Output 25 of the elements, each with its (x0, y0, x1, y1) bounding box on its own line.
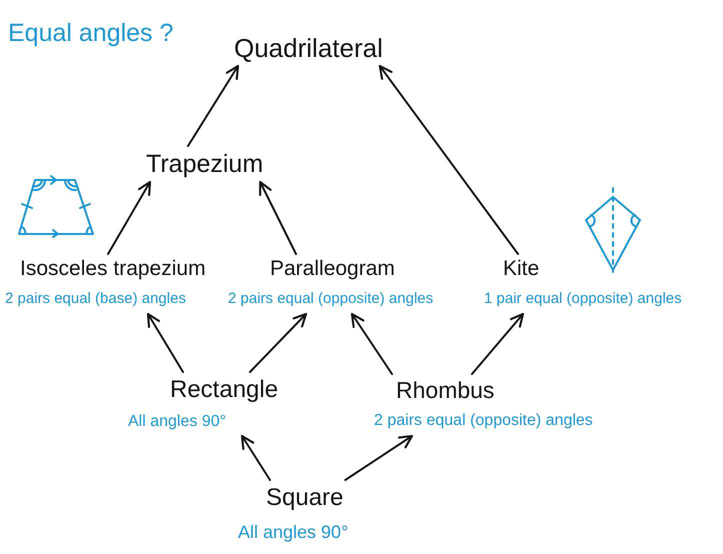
angle-note: 2 pairs equal (base) angles (5, 289, 187, 309)
heading: Equal angles ? (8, 18, 174, 49)
arrow (107, 180, 152, 255)
shape-name: Rhombus (396, 376, 496, 405)
arrow (240, 434, 271, 481)
shape-name: Quadrilateral (234, 30, 383, 66)
arrow (259, 180, 297, 255)
angle-note: All angles 90° (238, 521, 348, 544)
arrow (471, 312, 524, 375)
arrow (350, 312, 393, 375)
arrow (344, 434, 414, 481)
angle-note: 2 pairs equal (opposite) angles (228, 289, 434, 309)
angle-note: 2 pairs equal (opposite) angles (374, 411, 593, 431)
shape-name: Isosceles trapezium (20, 256, 206, 282)
arrow (146, 312, 184, 373)
shape-name: Rectangle (170, 375, 278, 405)
arrow (249, 312, 308, 373)
shape-name: Paralleogram (270, 256, 396, 282)
angle-note: All angles 90° (128, 412, 228, 432)
shape-name: Kite (503, 256, 540, 282)
shape-name: Trapezium (146, 146, 264, 182)
arrow (187, 64, 240, 147)
shape-name: Square (266, 483, 344, 513)
angle-note: 1 pair equal (opposite) angles (484, 289, 682, 309)
arrow (378, 64, 519, 255)
